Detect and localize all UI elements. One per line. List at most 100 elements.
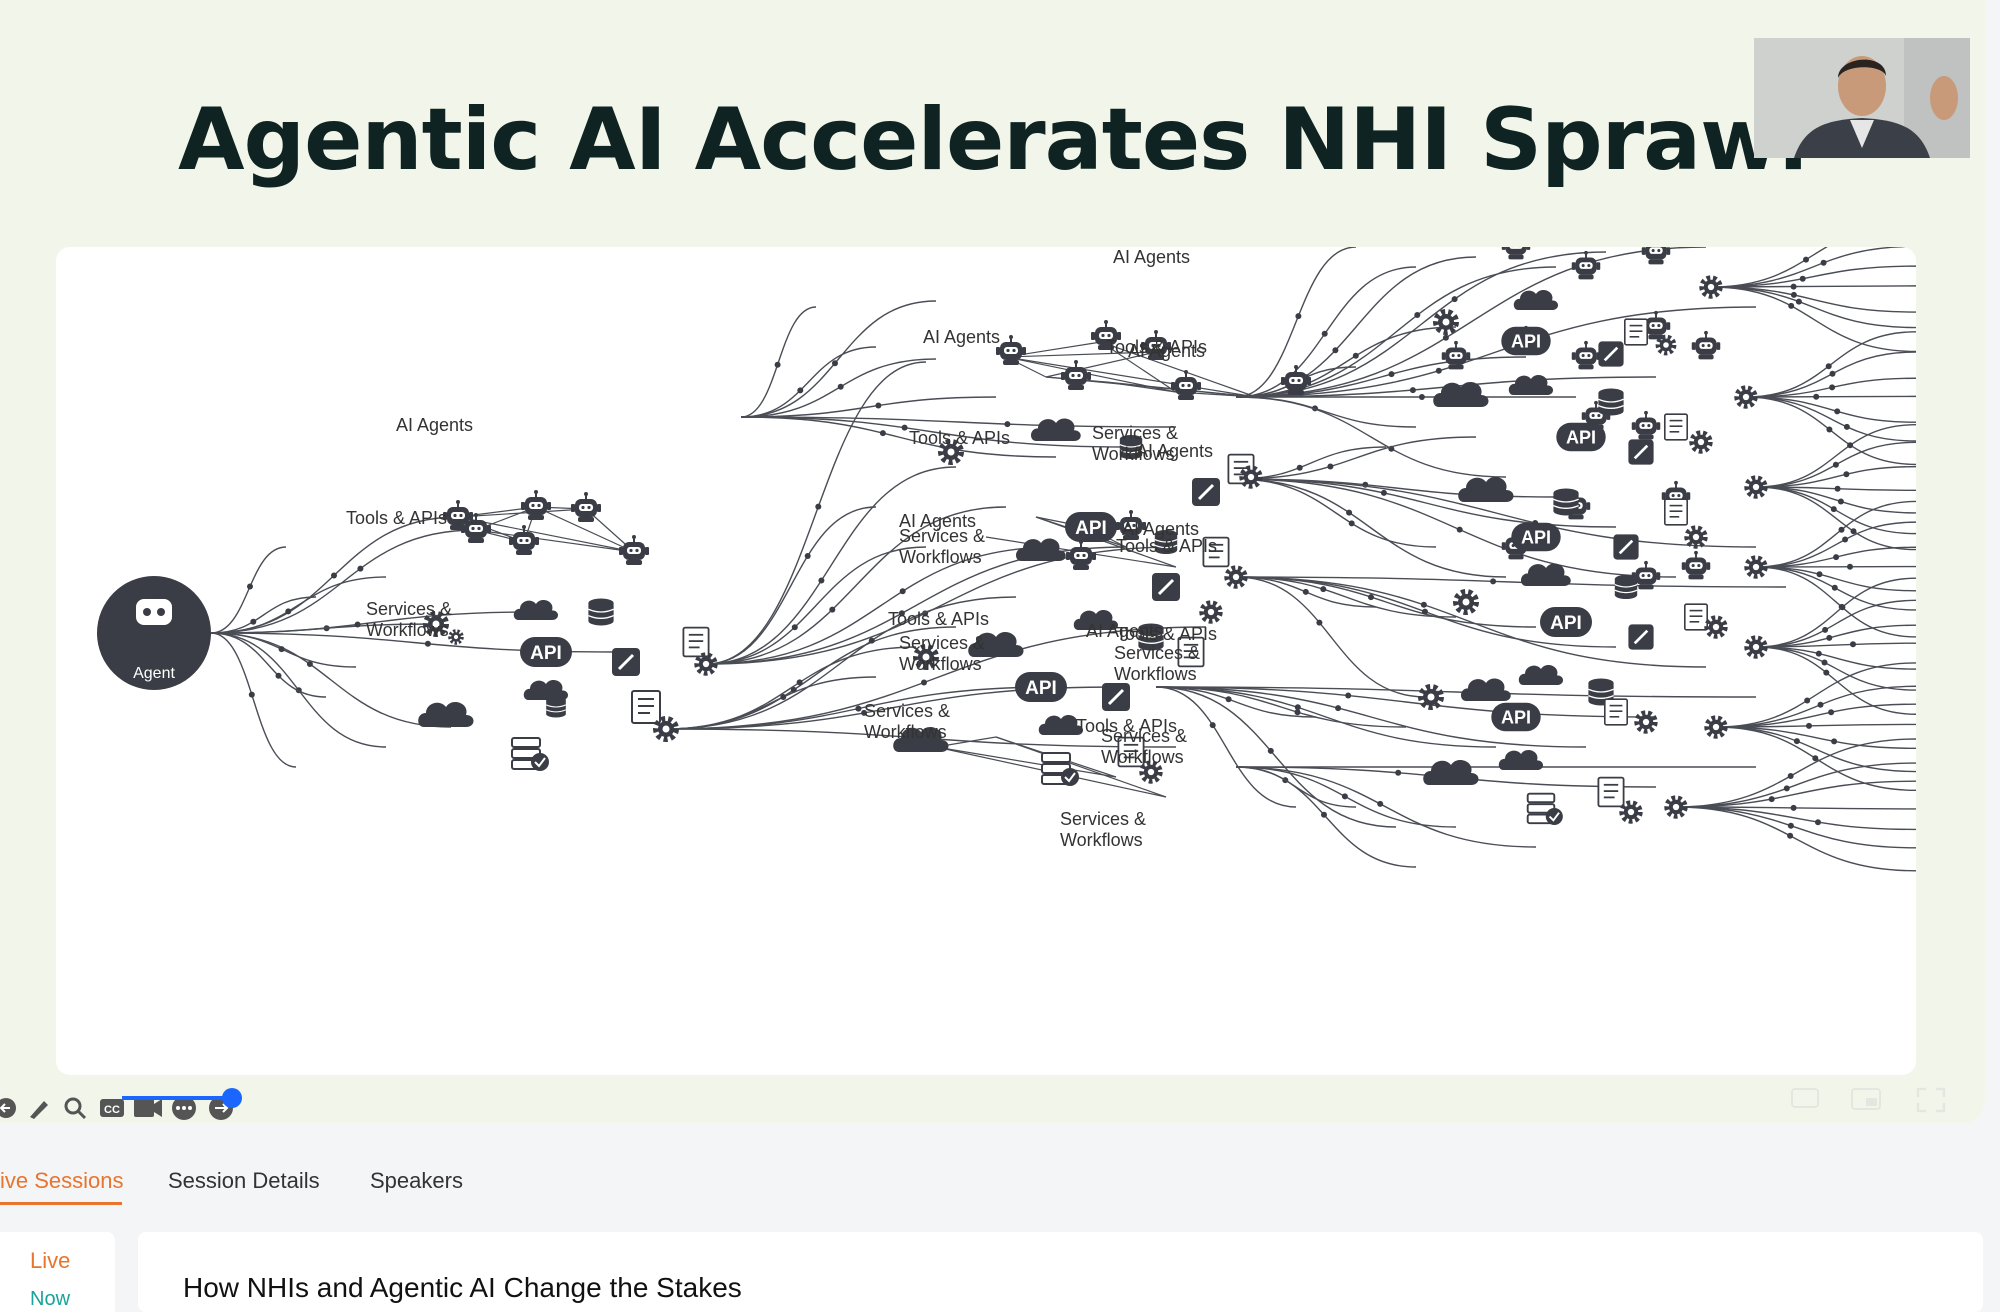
- diagram-edge-dot: [1788, 823, 1794, 829]
- diagram-edge-dot: [1346, 510, 1352, 516]
- diagram-edge-dot: [1835, 486, 1841, 492]
- diagram-label: Services &: [1060, 809, 1146, 829]
- key-icon: [612, 648, 640, 676]
- robot-icon: [1642, 247, 1671, 264]
- diagram-edge-dot: [1847, 564, 1853, 570]
- cc-icon[interactable]: CC: [100, 1099, 124, 1117]
- gear-icon: [1702, 278, 1720, 296]
- camera-icon[interactable]: [134, 1099, 162, 1117]
- diagram-edge-dot: [331, 573, 337, 579]
- zoom-icon[interactable]: [66, 1099, 85, 1118]
- diagram-edge-dot: [1812, 755, 1818, 761]
- gear-icon: [1707, 718, 1725, 736]
- gear-icon: [1658, 337, 1674, 353]
- robot-icon: [1692, 331, 1721, 360]
- diagram-edge-dot: [880, 430, 886, 436]
- cloud-icon: [1461, 678, 1511, 701]
- diagram-edge: [1236, 397, 1416, 427]
- diagram-label: Services &: [1101, 726, 1187, 746]
- diagram-label: Tools & APIs: [909, 428, 1010, 448]
- diagram-edge-dot: [1791, 805, 1797, 811]
- diagram-label: Services &: [1092, 423, 1178, 443]
- diagram-edge: [741, 301, 936, 417]
- live-sidebar-card[interactable]: Live Now: [0, 1232, 115, 1312]
- database-icon: [546, 697, 566, 718]
- diagram-edge-dot: [1490, 578, 1496, 584]
- diagram-edge-dot: [1821, 260, 1827, 266]
- diagram-edge: [1676, 807, 1916, 829]
- api-icon: [1015, 672, 1067, 702]
- diagram-edge-dot: [1828, 709, 1834, 715]
- cloud-icon: [418, 702, 473, 727]
- diagram-edge-dot: [1004, 421, 1010, 427]
- robot-icon: [1442, 341, 1471, 370]
- cloud-icon: [1521, 563, 1571, 586]
- robot-icon: [1632, 411, 1661, 440]
- api-icon: [1511, 523, 1560, 552]
- diagram-label: Workflows: [899, 547, 982, 567]
- active-tab-underline: [0, 1202, 122, 1205]
- diagram-label: Tools & APIs: [888, 609, 989, 629]
- diagram-edge: [666, 677, 876, 729]
- diagram-edge-dot: [838, 384, 844, 390]
- session-tabs: ive Sessions Session Details Speakers: [0, 1150, 1000, 1210]
- tab-session-details[interactable]: Session Details: [168, 1168, 320, 1194]
- diagram-label: Workflows: [1060, 830, 1143, 850]
- robot-icon: [521, 490, 551, 520]
- diagram-edge-dot: [1332, 347, 1338, 353]
- key-icon: [1598, 341, 1623, 366]
- diagram-edge-dot: [249, 692, 255, 698]
- tab-speakers[interactable]: Speakers: [370, 1168, 463, 1194]
- fullscreen-icon[interactable]: [1918, 1089, 1944, 1111]
- cloud-icon: [514, 600, 558, 620]
- progress-handle[interactable]: [222, 1088, 242, 1108]
- diagram-edge-dot: [1816, 651, 1822, 657]
- diagram-edge: [1756, 647, 1916, 669]
- diagram-edge: [1716, 727, 1916, 748]
- robot-icon: [1682, 551, 1711, 580]
- session-card[interactable]: How NHIs and Agentic AI Change the Stake…: [138, 1232, 1983, 1312]
- video-stage[interactable]: Agentic AI Accelerates NHI Sprawl: [0, 0, 1985, 1123]
- diagram-label: Services &: [899, 633, 985, 653]
- diagram-edge: [1236, 767, 1536, 847]
- diagram-edge-dot: [1349, 520, 1355, 526]
- back-icon[interactable]: [0, 1098, 16, 1118]
- diagram-edge-dot: [1823, 670, 1829, 676]
- diagram-edge-dot: [1295, 704, 1301, 710]
- key-icon: [1613, 534, 1638, 559]
- diagram-edge-dot: [1452, 296, 1458, 302]
- pen-icon[interactable]: [30, 1101, 48, 1119]
- gear-icon: [1202, 603, 1220, 621]
- diagram-edge: [706, 507, 876, 664]
- nhi-sprawl-diagram: API: [56, 247, 1916, 1075]
- gear-icon: [1667, 798, 1685, 816]
- diagram-label: Workflows: [1114, 664, 1197, 684]
- tab-live-sessions[interactable]: ive Sessions: [0, 1168, 124, 1194]
- key-icon: [1152, 573, 1180, 601]
- key-icon: [1628, 624, 1653, 649]
- diagram-edge: [1711, 266, 1916, 287]
- gear-icon: [1456, 592, 1476, 612]
- diagram-label: AI Agents: [923, 327, 1000, 347]
- diagram-edge-dot: [1829, 384, 1835, 390]
- diagram-edge-dot: [1833, 554, 1839, 560]
- pip-icon[interactable]: [1852, 1089, 1880, 1109]
- diagram-edge-dot: [1322, 331, 1328, 337]
- gear-icon: [450, 631, 462, 643]
- diagram-edge-dot: [1804, 698, 1810, 704]
- diagram-edge-dot: [1414, 312, 1420, 318]
- document-icon: [1665, 499, 1687, 525]
- diagram-edge-dot: [1817, 571, 1823, 577]
- speaker-webcam[interactable]: [1754, 38, 1970, 158]
- cloud-icon: [1016, 538, 1066, 561]
- diagram-label: Tools & APIs: [1116, 536, 1217, 556]
- diagram-edge-dot: [1843, 471, 1849, 477]
- diagram-label: Services &: [366, 599, 452, 619]
- api-icon: [1540, 607, 1592, 637]
- diagram-edge-dot: [805, 553, 811, 559]
- diagram-edge-dot: [1847, 442, 1853, 448]
- cloud-icon: [1509, 375, 1553, 395]
- captions-icon[interactable]: [1792, 1089, 1818, 1107]
- api-icon: [520, 637, 572, 667]
- diagram-edge-dot: [1791, 292, 1797, 298]
